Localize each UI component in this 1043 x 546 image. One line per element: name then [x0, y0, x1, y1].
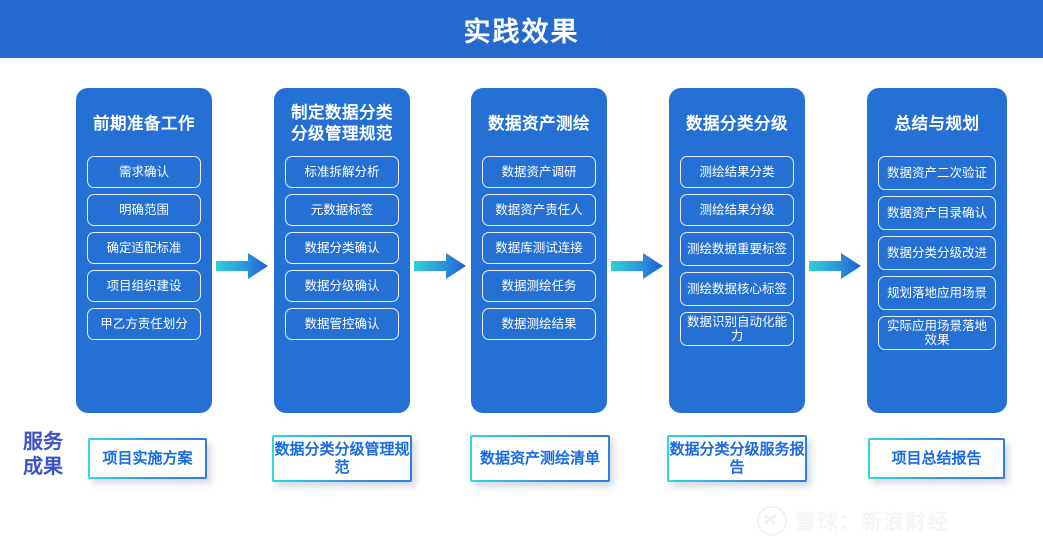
phase-item[interactable]: 数据识别自动化能力 [680, 312, 794, 346]
phase-column-5[interactable]: 总结与规划 数据资产二次验证 数据资产目录确认 数据分类分级改进 规划落地应用场… [867, 88, 1007, 413]
arrow-phase-3-to-4 [611, 253, 663, 279]
outcome-box-4[interactable]: 数据分类分级服务报告 [667, 435, 807, 482]
phase-column-1[interactable]: 前期准备工作 需求确认 明确范围 确定适配标准 项目组织建设 甲乙方责任划分 [76, 88, 212, 413]
phase-item[interactable]: 测绘结果分级 [680, 194, 794, 226]
phase-column-3[interactable]: 数据资产测绘 数据资产调研 数据资产责任人 数据库测试连接 数据测绘任务 数据测… [471, 88, 607, 413]
phase-title-2: 制定数据分类分级管理规范 [291, 104, 393, 143]
outcome-box-3[interactable]: 数据资产测绘清单 [470, 435, 610, 482]
page-title: 实践效果 [463, 16, 580, 47]
phase-column-4[interactable]: 数据分类分级 测绘结果分类 测绘结果分级 测绘数据重要标签 测绘数据核心标签 数… [669, 88, 805, 413]
phase-title-4: 数据分类分级 [686, 114, 788, 133]
phase-title-5: 总结与规划 [894, 114, 980, 133]
phase-items-2: 标准拆解分析 元数据标签 数据分类确认 数据分级确认 数据管控确认 [283, 156, 401, 340]
phase-item[interactable]: 项目组织建设 [87, 270, 201, 302]
phase-item[interactable]: 数据分级确认 [285, 270, 399, 302]
phase-item[interactable]: 数据资产责任人 [482, 194, 596, 226]
phase-item[interactable]: 数据分类确认 [285, 232, 399, 264]
arrow-phase-4-to-5 [809, 253, 861, 279]
outcome-box-1[interactable]: 项目实施方案 [88, 438, 207, 479]
phase-title-3: 数据资产测绘 [488, 114, 590, 133]
phase-item[interactable]: 数据库测试连接 [482, 232, 596, 264]
phase-items-4: 测绘结果分类 测绘结果分级 测绘数据重要标签 测绘数据核心标签 数据识别自动化能… [678, 156, 796, 346]
phase-item[interactable]: 确定适配标准 [87, 232, 201, 264]
outcomes-row-label: 服务成果 [23, 431, 63, 478]
phase-item[interactable]: 数据测绘结果 [482, 308, 596, 340]
process-flow-diagram: 前期准备工作 需求确认 明确范围 确定适配标准 项目组织建设 甲乙方责任划分 制… [0, 58, 1043, 546]
phase-item[interactable]: 实际应用场景落地效果 [878, 316, 996, 350]
phase-item[interactable]: 测绘数据核心标签 [680, 272, 794, 306]
phase-item[interactable]: 数据测绘任务 [482, 270, 596, 302]
phase-item[interactable]: 数据管控确认 [285, 308, 399, 340]
phase-items-3: 数据资产调研 数据资产责任人 数据库测试连接 数据测绘任务 数据测绘结果 [480, 156, 598, 340]
phase-item[interactable]: 需求确认 [87, 156, 201, 188]
phase-item[interactable]: 数据资产调研 [482, 156, 596, 188]
phase-item[interactable]: 数据资产二次验证 [878, 156, 996, 190]
arrow-phase-1-to-2 [216, 253, 268, 279]
phase-item[interactable]: 规划落地应用场景 [878, 276, 996, 310]
phase-item[interactable]: 标准拆解分析 [285, 156, 399, 188]
phase-title-1: 前期准备工作 [93, 114, 195, 133]
phase-item[interactable]: 数据资产目录确认 [878, 196, 996, 230]
phase-item[interactable]: 明确范围 [87, 194, 201, 226]
phase-item[interactable]: 数据分类分级改进 [878, 236, 996, 270]
phase-column-2[interactable]: 制定数据分类分级管理规范 标准拆解分析 元数据标签 数据分类确认 数据分级确认 … [274, 88, 410, 413]
phase-item[interactable]: 元数据标签 [285, 194, 399, 226]
outcome-box-2[interactable]: 数据分类分级管理规范 [272, 435, 412, 482]
outcome-box-5[interactable]: 项目总结报告 [868, 438, 1005, 479]
page-header-banner: 实践效果 [0, 0, 1043, 58]
phase-item[interactable]: 甲乙方责任划分 [87, 308, 201, 340]
phase-items-5: 数据资产二次验证 数据资产目录确认 数据分类分级改进 规划落地应用场景 实际应用… [876, 156, 998, 350]
arrow-phase-2-to-3 [414, 253, 466, 279]
phase-items-1: 需求确认 明确范围 确定适配标准 项目组织建设 甲乙方责任划分 [85, 156, 203, 340]
phase-item[interactable]: 测绘结果分类 [680, 156, 794, 188]
phase-item[interactable]: 测绘数据重要标签 [680, 232, 794, 266]
